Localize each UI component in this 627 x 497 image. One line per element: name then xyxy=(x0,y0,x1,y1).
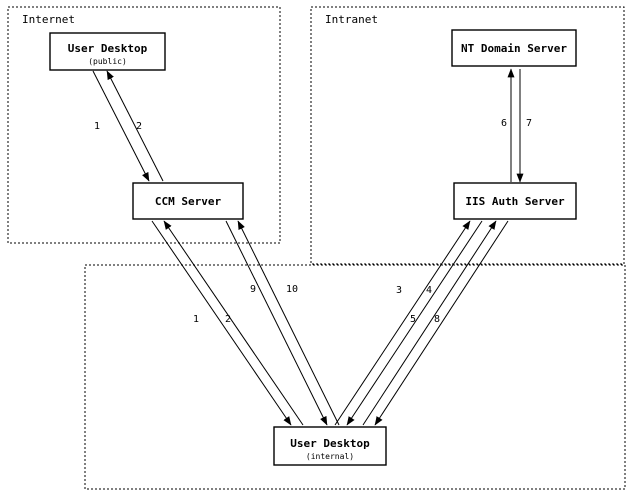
zone-intranet-border xyxy=(310,6,625,265)
flow-label-step-5: 5 xyxy=(410,314,416,325)
node-user-desktop-public[interactable]: User Desktop (public) xyxy=(49,32,166,71)
flow-label-step-6: 6 xyxy=(501,118,507,129)
zone-internal-border xyxy=(84,264,626,490)
flow-iis-nt-67: 6 7 xyxy=(501,68,532,183)
node-user-desktop-internal[interactable]: User Desktop (internal) xyxy=(273,426,387,466)
flow-internal-iis-58: 5 8 xyxy=(362,220,509,426)
flow-internal-ccm-12: 1 2 xyxy=(151,220,304,426)
flow-line-step-8 xyxy=(374,220,509,426)
zone-intranet-label: Intranet xyxy=(325,13,378,26)
node-iis-auth-server-title: IIS Auth Server xyxy=(465,195,565,208)
flow-label-step-1-public: 1 xyxy=(94,121,100,132)
flow-label-step-7: 7 xyxy=(526,118,532,129)
node-user-desktop-public-title: User Desktop xyxy=(68,42,148,55)
flow-line-step-1-public xyxy=(92,70,150,182)
flow-line-step-3 xyxy=(334,220,471,426)
flow-public-ccm: 1 2 xyxy=(92,70,164,182)
flow-label-step-8: 8 xyxy=(434,314,440,325)
node-ccm-server[interactable]: CCM Server xyxy=(132,182,244,220)
node-ccm-server-box[interactable] xyxy=(132,182,244,220)
flow-label-step-9: 9 xyxy=(250,284,256,295)
node-iis-auth-server-box[interactable] xyxy=(453,182,577,220)
zone-internal-region xyxy=(84,264,626,490)
flow-label-step-2-public: 2 xyxy=(136,121,142,132)
zone-internet-border xyxy=(7,6,281,244)
flow-line-step-4 xyxy=(346,220,483,426)
flow-label-step-1-internal: 1 xyxy=(193,314,199,325)
flow-line-step-10 xyxy=(225,220,328,426)
flow-label-step-10: 10 xyxy=(286,284,298,295)
flow-line-step-5 xyxy=(362,220,497,426)
node-nt-domain-server[interactable]: NT Domain Server xyxy=(451,29,577,67)
zone-intranet: Intranet xyxy=(310,6,625,265)
node-nt-domain-server-box[interactable] xyxy=(451,29,577,67)
flow-label-step-4: 4 xyxy=(426,285,432,296)
zone-internet: Internet xyxy=(7,6,281,244)
node-user-desktop-internal-box[interactable] xyxy=(273,426,387,466)
node-user-desktop-public-subtitle: (public) xyxy=(88,57,127,66)
flow-label-step-3: 3 xyxy=(396,285,402,296)
flow-line-step-1-internal xyxy=(163,220,304,426)
node-user-desktop-public-box[interactable] xyxy=(49,32,166,71)
node-user-desktop-internal-title: User Desktop xyxy=(290,437,370,450)
node-ccm-server-title: CCM Server xyxy=(155,195,222,208)
flow-internal-ccm-910: 9 10 xyxy=(225,220,340,426)
flow-internal-iis-34: 3 4 xyxy=(334,220,483,426)
flow-label-step-2-internal: 2 xyxy=(225,314,231,325)
node-user-desktop-internal-subtitle: (internal) xyxy=(306,452,354,461)
flow-line-step-9 xyxy=(237,220,340,426)
node-nt-domain-server-title: NT Domain Server xyxy=(461,42,567,55)
flow-line-step-2-internal xyxy=(151,220,292,426)
zone-internet-label: Internet xyxy=(22,13,75,26)
node-iis-auth-server[interactable]: IIS Auth Server xyxy=(453,182,577,220)
flow-line-step-2-public xyxy=(106,70,164,182)
